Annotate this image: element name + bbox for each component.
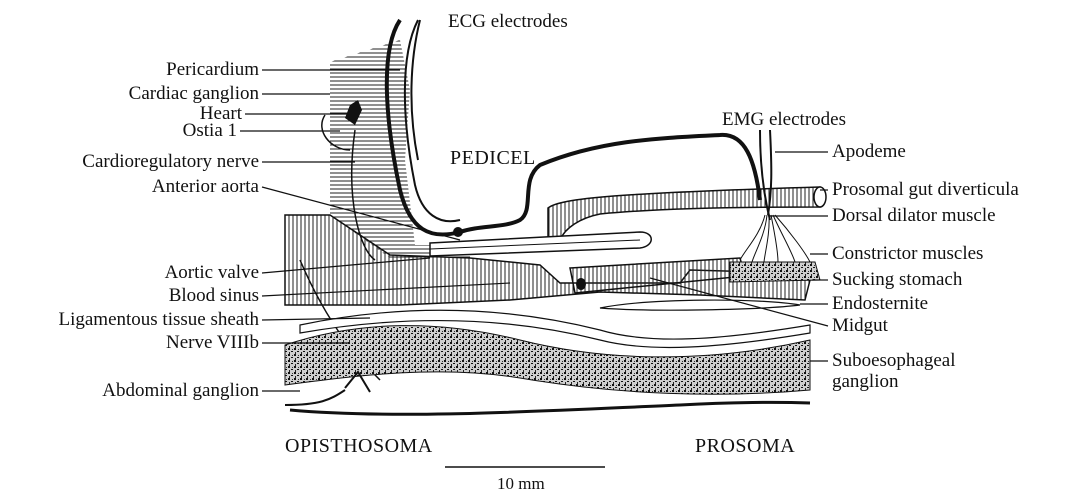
label-emg-electrodes: EMG electrodes [722, 110, 846, 130]
label-cardioregulatory-nerve: Cardioregulatory nerve [82, 152, 259, 172]
pericardium-region [330, 40, 470, 258]
ventral-wall [290, 402, 810, 414]
label-anterior-aorta: Anterior aorta [152, 177, 259, 197]
label-ostia: Ostia 1 [183, 121, 237, 141]
label-suboesophageal-line2: ganglion [832, 372, 899, 392]
ecg-wire [411, 20, 420, 160]
label-pericardium: Pericardium [166, 60, 259, 80]
label-cardiac-ganglion: Cardiac ganglion [129, 84, 259, 104]
label-blood-sinus: Blood sinus [169, 286, 259, 306]
constrictor-muscles-drawing [740, 215, 810, 262]
label-endosternite: Endosternite [832, 294, 928, 314]
label-aortic-valve: Aortic valve [165, 263, 259, 283]
gut-diverticula-tube [548, 187, 820, 240]
sucking-stomach-shape [730, 262, 820, 282]
label-scale-bar: 10 mm [497, 474, 545, 494]
label-suboesophageal-line1: Suboesophageal [832, 351, 955, 371]
valve-marker [576, 278, 586, 290]
body-wall [285, 390, 345, 405]
label-pedicel: PEDICEL [450, 148, 536, 168]
label-dorsal-dilator-muscle: Dorsal dilator muscle [832, 206, 996, 226]
electrode-tip [453, 227, 463, 237]
label-opisthosoma: OPISTHOSOMA [285, 436, 433, 456]
label-ligamentous-tissue-sheath: Ligamentous tissue sheath [58, 310, 259, 330]
label-sucking-stomach: Sucking stomach [832, 270, 962, 290]
label-midgut: Midgut [832, 316, 888, 336]
label-prosomal-gut-diverticula: Prosomal gut diverticula [832, 180, 1019, 200]
label-prosoma: PROSOMA [695, 436, 795, 456]
label-abdominal-ganglion: Abdominal ganglion [102, 381, 259, 401]
label-nerve-viiib: Nerve VIIIb [166, 333, 259, 353]
label-apodeme: Apodeme [832, 142, 906, 162]
endosternite-shape [600, 300, 800, 310]
label-constrictor-muscles: Constrictor muscles [832, 244, 983, 264]
label-ecg-electrodes: ECG electrodes [448, 12, 568, 32]
